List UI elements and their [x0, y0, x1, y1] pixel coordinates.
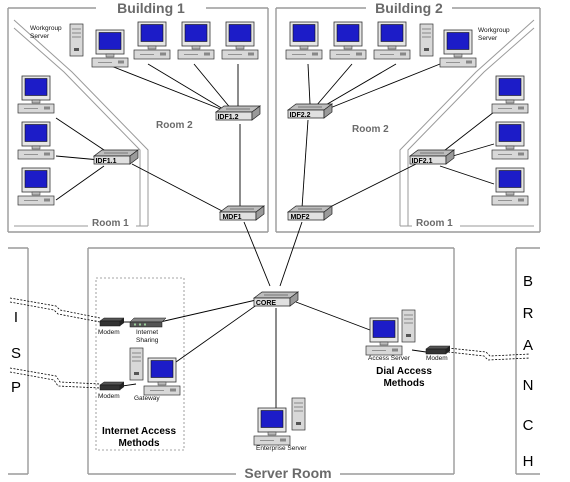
building-2-title: Building 2 — [375, 0, 443, 16]
modem-upper[interactable] — [99, 317, 125, 327]
dial-access-methods-title-2: Methods — [383, 378, 425, 389]
workstation[interactable] — [133, 21, 171, 60]
server-room-frame — [87, 247, 455, 475]
branch-letter-r: R — [523, 305, 534, 322]
room-2-label-b1: Room 2 — [156, 120, 193, 131]
internet-sharing-label: Internet — [136, 329, 158, 336]
access-server-label: Access Server — [368, 355, 411, 362]
branch-frame — [515, 247, 540, 475]
isp-frame — [8, 247, 29, 475]
workstation[interactable] — [177, 21, 215, 60]
branch-letter-c: C — [523, 417, 534, 434]
workstation[interactable] — [491, 167, 529, 206]
internet-access-methods-title: Internet Access — [102, 426, 177, 437]
workstation[interactable] — [221, 21, 259, 60]
workstation[interactable] — [373, 21, 411, 60]
building-1-room-dividers — [13, 19, 149, 227]
gateway-label: Gateway — [134, 395, 160, 402]
building-1-frame — [7, 7, 269, 233]
branch-letter-n: N — [523, 377, 534, 394]
workstation[interactable] — [491, 75, 529, 114]
building-1-title: Building 1 — [117, 0, 185, 16]
branch-letter-a: A — [523, 337, 533, 354]
dial-access-methods-title: Dial Access — [376, 366, 432, 377]
wan-links — [9, 297, 531, 389]
enterprise-server[interactable] — [253, 397, 306, 446]
room-1-label-b2: Room 1 — [416, 218, 453, 229]
workgroup-server-b2[interactable] — [419, 23, 477, 68]
workstation[interactable] — [491, 121, 529, 160]
modem-label-upper: Modem — [98, 329, 120, 336]
gateway-server[interactable] — [129, 347, 181, 396]
switch-label-idf2-2: IDF2.2 — [289, 112, 310, 119]
workstation[interactable] — [17, 121, 55, 160]
room-2-label-b2: Room 2 — [352, 124, 389, 135]
modem-label-lower: Modem — [98, 393, 120, 400]
isp-letter-p: P — [11, 379, 21, 396]
workstation[interactable] — [285, 21, 323, 60]
building-2-frame — [275, 7, 541, 233]
isp-letter-i: I — [14, 309, 18, 326]
switch-label-idf2-1: IDF2.1 — [411, 158, 432, 165]
network-links — [55, 63, 495, 412]
workgroup-server-label-b2: Workgroup — [478, 27, 510, 34]
switch-label-mdf1: MDF1 — [222, 214, 241, 221]
switch-label-core: CORE — [256, 300, 277, 307]
workstation[interactable] — [17, 167, 55, 206]
internet-sharing-device[interactable] — [129, 317, 167, 328]
server-room-title: Server Room — [244, 465, 331, 481]
isp-letter-s: S — [11, 345, 21, 362]
modem-dial[interactable] — [425, 345, 451, 355]
internet-access-frame — [95, 277, 185, 451]
workstation[interactable] — [329, 21, 367, 60]
branch-letter-h: H — [523, 453, 534, 470]
workgroup-server-label-b2-2: Server — [478, 35, 498, 42]
enterprise-server-label: Enterprise Server — [256, 445, 307, 452]
internet-sharing-label-2: Sharing — [136, 337, 159, 344]
building-2-room-dividers — [399, 19, 535, 227]
modem-lower[interactable] — [99, 381, 125, 391]
access-server[interactable] — [365, 309, 416, 356]
internet-access-methods-title-2: Methods — [118, 438, 160, 449]
modem-label-dial: Modem — [426, 355, 448, 362]
switch-label-idf1-1: IDF1.1 — [95, 158, 116, 165]
workstation[interactable] — [17, 75, 55, 114]
branch-letter-b: B — [523, 273, 533, 290]
room-1-label-b1: Room 1 — [92, 218, 129, 229]
workgroup-server-label-b1: Workgroup — [30, 25, 62, 32]
workgroup-server-b1[interactable] — [69, 23, 129, 68]
workgroup-server-label-b1-2: Server — [30, 33, 50, 40]
switch-label-idf1-2: IDF1.2 — [217, 114, 238, 121]
switch-label-mdf2: MDF2 — [290, 214, 309, 221]
